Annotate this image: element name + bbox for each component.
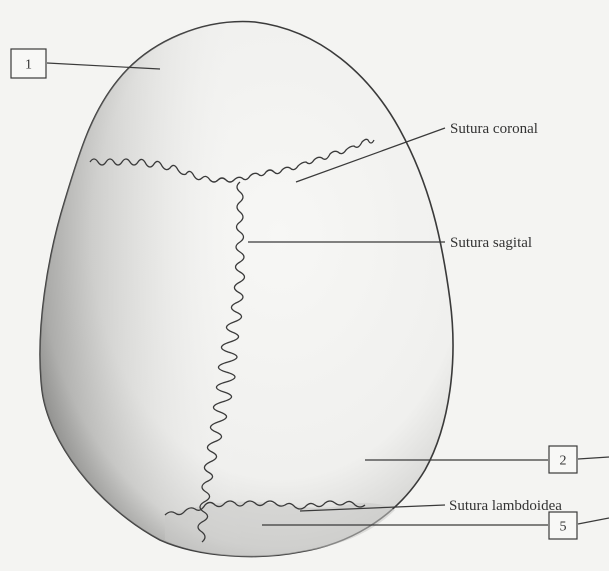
leader-line-5-right xyxy=(578,518,609,524)
label-box-1-number: 1 xyxy=(25,58,32,73)
label-sutura-coronal: Sutura coronal xyxy=(450,121,538,137)
label-box-5-number: 5 xyxy=(560,520,567,535)
label-box-2: 2 xyxy=(549,446,577,473)
label-box-2-number: 2 xyxy=(560,454,567,469)
label-box-5: 5 xyxy=(549,512,577,539)
label-box-1: 1 xyxy=(11,49,46,78)
leader-line-2-right xyxy=(578,457,609,459)
label-sutura-sagital: Sutura sagital xyxy=(450,235,532,251)
label-sutura-lambdoidea: Sutura lambdoidea xyxy=(449,498,562,514)
